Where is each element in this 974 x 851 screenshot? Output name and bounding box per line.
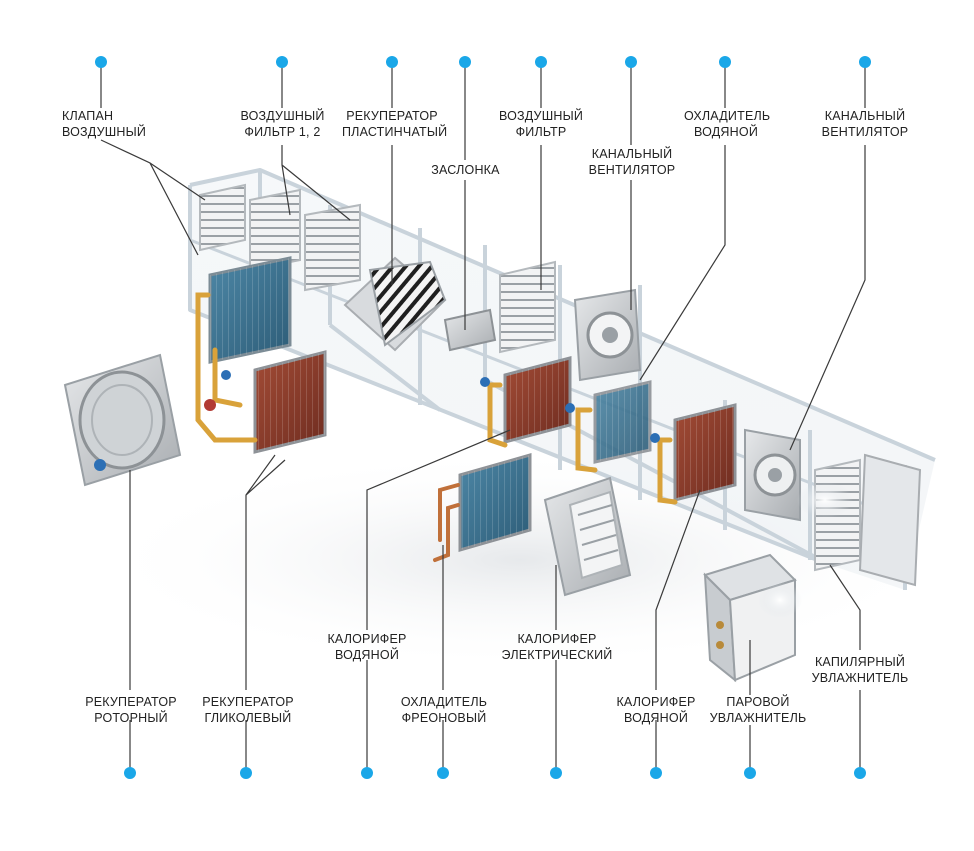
plate-recuperator-illustration	[343, 256, 447, 352]
endpoint-dots	[95, 56, 871, 779]
bottom-dot-6	[650, 767, 662, 779]
freon-cooler-illustration	[433, 453, 532, 562]
air-filter-illustration	[499, 260, 556, 354]
capillary-humidifier-illustration	[797, 453, 922, 587]
water-cooler-piping	[565, 403, 598, 473]
bottom-dot-1	[124, 767, 136, 779]
leader-duct-fan-2	[789, 62, 866, 451]
label-plate-recuperator: РЕКУПЕРАТОР ПЛАСТИНЧАТЫЙ	[342, 109, 448, 139]
leader-lines	[100, 62, 866, 773]
label-electric-heater: КАЛОРИФЕР ЭЛЕКТРИЧЕСКИЙ	[501, 632, 613, 662]
label-freon-cooler: ОХЛАДИТЕЛЬ ФРЕОНОВЫЙ	[400, 695, 488, 725]
label-damper: ЗАСЛОНКА	[431, 163, 500, 177]
bottom-dot-4	[437, 767, 449, 779]
leader-valve-2	[100, 139, 199, 256]
leader-water-cooler	[639, 62, 726, 381]
top-dot-5	[535, 56, 547, 68]
leader-filter12	[281, 62, 351, 221]
top-dot-4	[459, 56, 471, 68]
rotary-recuperator-illustration	[63, 353, 182, 487]
top-dot-6	[625, 56, 637, 68]
air-valve-illustration	[199, 183, 246, 252]
glycol-piping	[195, 292, 258, 443]
label-duct-fan-2: КАНАЛЬНЫЙ ВЕНТИЛЯТОР	[821, 109, 909, 139]
top-dot-3	[386, 56, 398, 68]
label-valve: КЛАПАН ВОЗДУШНЫЙ	[62, 109, 147, 139]
duct-fan-2-illustration	[744, 428, 801, 522]
label-water-heater-2: КАЛОРИФЕР ВОДЯНОЙ	[616, 695, 696, 725]
label-steam-humidifier: ПАРОВОЙ УВЛАЖНИТЕЛЬ	[709, 695, 807, 725]
water-heater-1-piping	[480, 377, 508, 448]
top-dot-2	[276, 56, 288, 68]
top-dot-7	[719, 56, 731, 68]
label-water-heater-1: КАЛОРИФЕР ВОДЯНОЙ	[327, 632, 407, 662]
steam-humidifier-illustration	[703, 553, 802, 683]
bottom-dot-3	[361, 767, 373, 779]
top-dot-8	[859, 56, 871, 68]
damper-illustration	[443, 308, 497, 352]
label-capillary-humidifier: КАПИЛЯРНЫЙ УВЛАЖНИТЕЛЬ	[811, 655, 909, 685]
bottom-dot-2	[240, 767, 252, 779]
leader-valve	[100, 62, 206, 201]
electric-heater-illustration	[543, 476, 632, 597]
label-filter: ВОЗДУШНЫЙ ФИЛЬТР	[498, 109, 584, 139]
leader-glycol	[245, 454, 286, 773]
water-heater-1-coil	[503, 356, 572, 444]
label-rotary-recuperator: РЕКУПЕРАТОР РОТОРНЫЙ	[85, 695, 177, 725]
water-heater-2-piping	[650, 433, 678, 505]
bottom-dot-5	[550, 767, 562, 779]
label-filter12: ВОЗДУШНЫЙ ФИЛЬТР 1, 2	[240, 109, 325, 139]
glycol-coil-blue	[208, 256, 292, 364]
label-duct-fan-1: КАНАЛЬНЫЙ ВЕНТИЛЯТОР	[588, 147, 676, 177]
leader-water-heater-1	[366, 429, 511, 773]
top-dot-1	[95, 56, 107, 68]
leader-water-heater-2	[655, 489, 701, 773]
bottom-dot-7	[744, 767, 756, 779]
leader-capillary	[829, 564, 861, 773]
glycol-coil-copper	[253, 350, 327, 454]
bottom-dot-8	[854, 767, 866, 779]
water-cooler-coil	[593, 380, 652, 464]
water-heater-2-coil	[673, 403, 737, 502]
label-water-cooler: ОХЛАДИТЕЛЬ ВОДЯНОЙ	[684, 109, 771, 139]
duct-fan-1-illustration	[573, 288, 642, 382]
filter-1-2-illustration	[249, 188, 361, 292]
label-glycol-recuperator: РЕКУПЕРАТОР ГЛИКОЛЕВЫЙ	[202, 695, 294, 725]
